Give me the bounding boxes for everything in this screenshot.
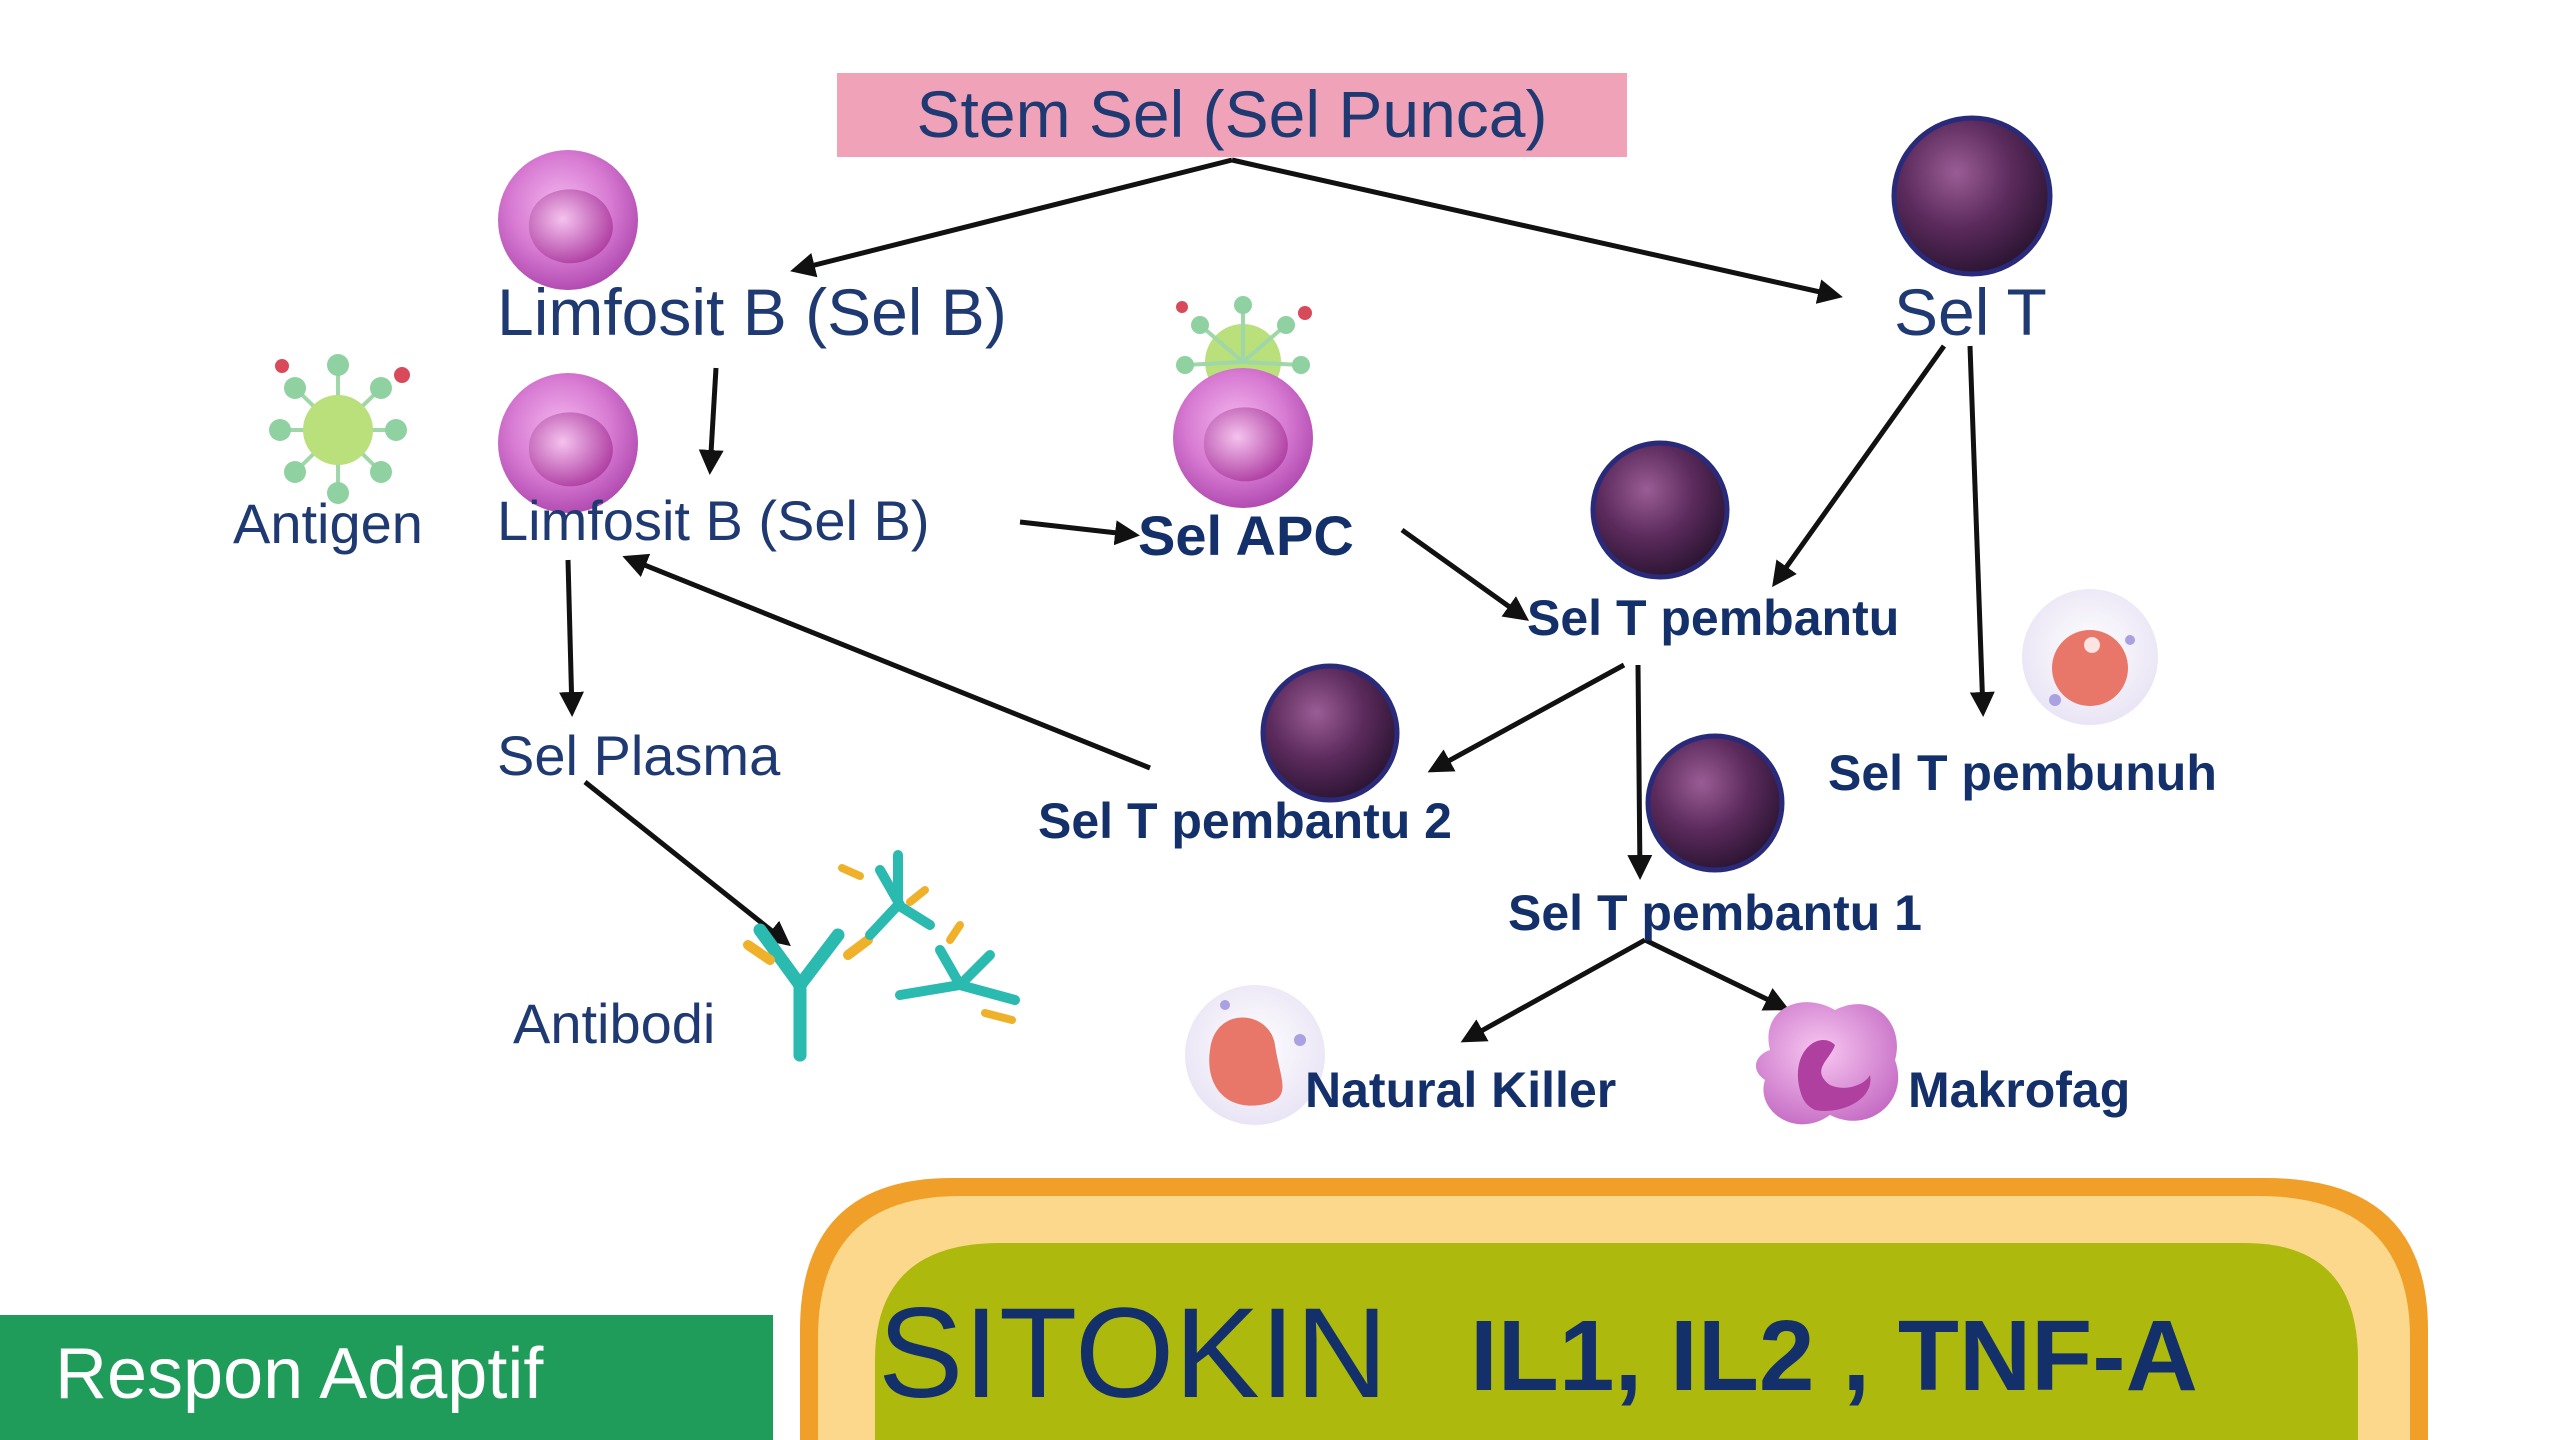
title-box	[837, 73, 1627, 157]
antigen-label: Antigen	[233, 492, 423, 555]
arrow-stem-to-b	[790, 157, 1233, 278]
sel-t-pembunuh-label: Sel T pembunuh	[1828, 745, 2217, 801]
sel-t-pembantu-2-label: Sel T pembantu 2	[1038, 793, 1452, 849]
apc-cell-icon	[1173, 368, 1313, 508]
arrow-t-to-pembunuh	[1967, 345, 1995, 717]
arrow-1-to-makrofag	[1643, 937, 1790, 1011]
limfosit-b-top-label: Limfosit B (Sel B)	[497, 275, 1007, 349]
arrow-stem-to-t	[1231, 157, 1843, 304]
sel-t-label: Sel T	[1894, 275, 2047, 349]
b-cell-icon	[498, 150, 638, 290]
arrow-pembantu-to-1	[1627, 664, 1653, 880]
t-cell-icon	[1891, 115, 2053, 277]
respon-adaptif-label: Respon Adaptif	[55, 1334, 544, 1414]
makrofag-label: Makrofag	[1908, 1062, 2130, 1118]
arrow-plasma-to-antibodi	[583, 780, 791, 947]
killer-cell-icon	[2022, 589, 2158, 725]
b-cell-icon	[498, 373, 638, 513]
arrow-b-to-b	[698, 367, 724, 475]
antibodi-label: Antibodi	[513, 992, 715, 1055]
t-cell-icon	[1590, 440, 1730, 580]
sitokin-list: IL1, IL2 , TNF-A	[1470, 1300, 2198, 1412]
natural-killer-label: Natural Killer	[1305, 1062, 1616, 1118]
arrow-pembantu-to-2	[1427, 662, 1626, 773]
sitokin-word: SITOKIN	[878, 1282, 1388, 1425]
arrow-2-to-b	[622, 553, 1151, 771]
antibody-icon	[743, 850, 1020, 1062]
respon-adaptif-bar	[0, 1315, 773, 1440]
natural-killer-cell-icon	[1185, 985, 1325, 1125]
macrophage-icon	[1755, 1002, 1899, 1125]
sitokin-banner: SITOKIN IL1, IL2 , TNF-A	[800, 1178, 2428, 1440]
sel-apc-label: Sel APC	[1138, 504, 1354, 567]
t-cell-icon	[1260, 663, 1400, 803]
sel-t-pembantu-label: Sel T pembantu	[1527, 590, 1899, 646]
sel-plasma-label: Sel Plasma	[497, 724, 781, 787]
arrow-b-to-plasma	[558, 559, 584, 717]
arrow-apc-to-pembantu	[1400, 527, 1530, 621]
title-label: Stem Sel (Sel Punca)	[917, 77, 1548, 151]
arrow-b-to-apc	[1019, 519, 1140, 546]
arrow-t-to-pembantu	[1772, 344, 1947, 588]
limfosit-b-mid-label: Limfosit B (Sel B)	[497, 489, 930, 552]
antigen-virus-icon	[269, 354, 410, 504]
t-cell-icon	[1645, 733, 1785, 873]
arrow-1-to-nk	[1460, 937, 1647, 1043]
sel-t-pembantu-1-label: Sel T pembantu 1	[1508, 885, 1922, 941]
